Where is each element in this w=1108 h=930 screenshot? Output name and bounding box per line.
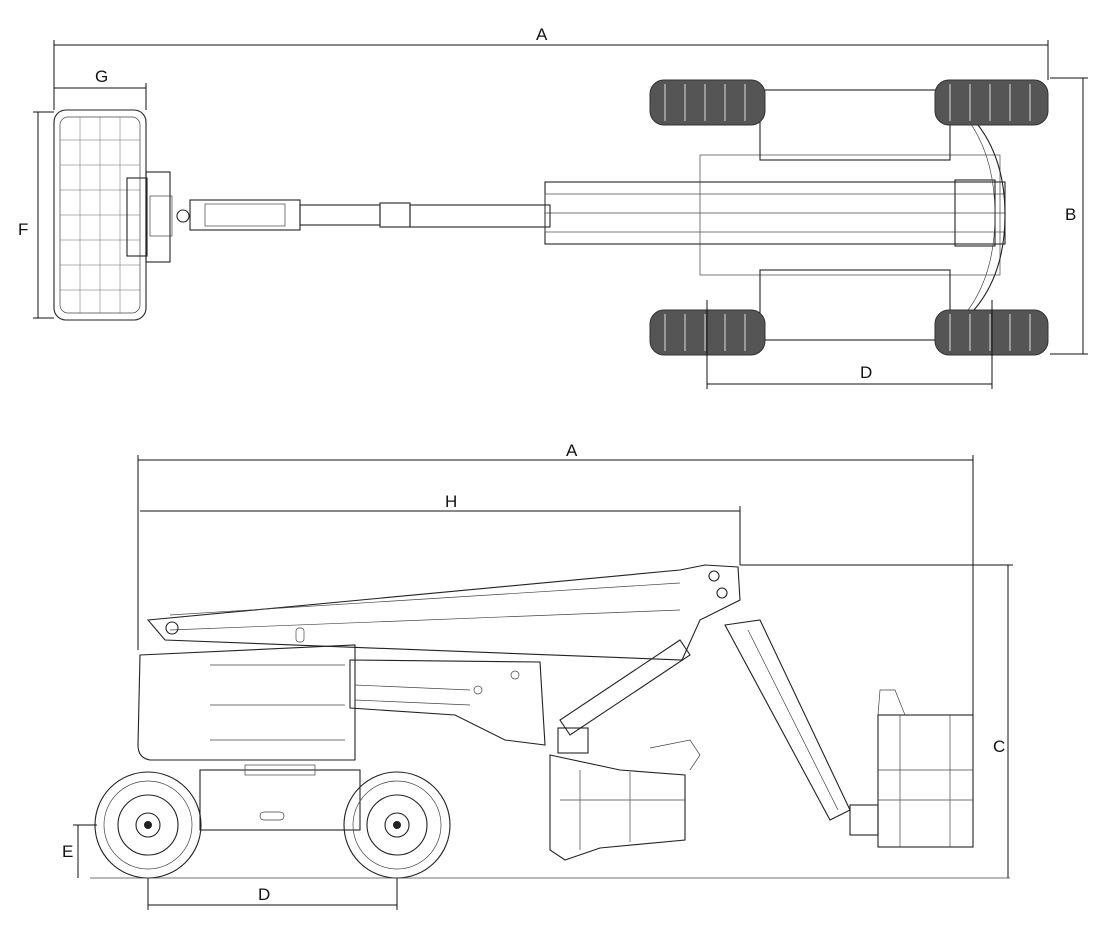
top-view: A G F B D bbox=[18, 25, 1088, 389]
side-chassis bbox=[137, 644, 361, 831]
top-dimension-b bbox=[1050, 77, 1088, 355]
top-dimension-g bbox=[54, 83, 147, 110]
side-turntable bbox=[349, 659, 546, 746]
dimension-a-side-label: A bbox=[566, 441, 578, 460]
side-main-boom bbox=[146, 564, 741, 661]
side-dimension-c bbox=[740, 564, 1013, 878]
side-view: A H C E D bbox=[62, 441, 1013, 910]
dimension-c-label: C bbox=[993, 737, 1005, 756]
top-dimension-f bbox=[33, 111, 54, 319]
dimension-d-top-label: D bbox=[860, 363, 872, 382]
side-dimension-a bbox=[137, 455, 974, 715]
side-dimension-h bbox=[140, 506, 741, 565]
side-stowed-jib bbox=[549, 639, 701, 861]
dimension-b-label: B bbox=[1065, 205, 1076, 224]
side-dimension-e bbox=[73, 824, 97, 878]
dimension-f-label: F bbox=[18, 220, 28, 239]
side-extended-jib bbox=[724, 619, 974, 848]
dimension-h-label: H bbox=[445, 492, 457, 511]
top-boom bbox=[176, 179, 1006, 247]
dimension-a-top-label: A bbox=[536, 25, 548, 44]
side-wheel-front bbox=[94, 771, 202, 879]
dimension-g-label: G bbox=[95, 67, 108, 86]
top-platform-basket bbox=[53, 109, 173, 321]
top-dimension-a bbox=[53, 40, 1049, 110]
dimension-d-side-label: D bbox=[258, 885, 270, 904]
top-dimension-d bbox=[706, 300, 993, 389]
side-dimension-d bbox=[147, 878, 398, 910]
top-chassis bbox=[699, 89, 1006, 341]
dimension-e-label: E bbox=[62, 842, 73, 861]
top-wheels bbox=[649, 79, 1049, 356]
